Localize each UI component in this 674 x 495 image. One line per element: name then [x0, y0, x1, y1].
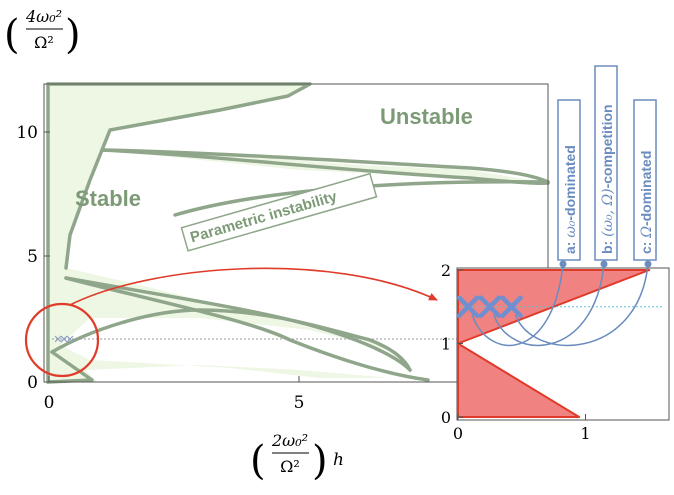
inset-region-1 [457, 342, 581, 418]
regime-arc-head-c [644, 260, 652, 268]
inset-x-tick-0: 0 [453, 424, 463, 443]
regime-symbol: ω₀ [563, 220, 579, 237]
svg-text:(: ( [250, 438, 266, 484]
inset-ticks: 0 1 0 1 2 [441, 261, 591, 443]
zoom-circle [24, 302, 100, 378]
x-axis-den: Ω² [280, 457, 300, 476]
regime-suffix: -dominated [638, 151, 654, 226]
y-axis-title: ( 4ω₀² Ω² ) [4, 7, 81, 58]
regime-label-c: c: Ω-dominated [638, 151, 655, 254]
stability-boundaries [46, 82, 550, 384]
regime-label-a: a: ω₀-dominated [562, 145, 579, 254]
inset-plot: 0 1 0 1 2 [441, 261, 670, 443]
inset-marker-c [500, 295, 523, 318]
svg-text:): ) [65, 12, 81, 58]
label-parametric-instability: Parametric instability [180, 172, 378, 252]
inset-marker-a [456, 295, 480, 318]
regime-box-b [594, 65, 618, 261]
y-tick-0: 0 [27, 373, 38, 393]
main-plot-frame [43, 83, 549, 383]
regime-arc-c [514, 263, 649, 346]
x-tick-5: 5 [294, 393, 305, 413]
regime-prefix: b: [599, 237, 615, 254]
x-axis-title: ( 2ω₀² Ω² ) h [250, 431, 344, 484]
regime-suffix: -competition [599, 104, 615, 188]
x-tick-0: 0 [44, 393, 55, 413]
x-axis-suffix: h [333, 450, 344, 470]
regime-prefix: c: [638, 238, 654, 254]
y-tick-10: 10 [16, 123, 38, 143]
regime-prefix: a: [562, 238, 578, 254]
regime-suffix: -dominated [562, 145, 578, 220]
x-axis-num: 2ω₀² [271, 431, 308, 450]
label-stable: Stable [75, 186, 141, 211]
main-plot: 0 5 10 0 5 Stable Unstable Parametric in… [16, 82, 550, 413]
inset-y-tick-1: 1 [441, 335, 451, 354]
regime-arc-head-a [559, 260, 567, 268]
inset-y-tick-2: 2 [441, 261, 451, 280]
svg-text:(: ( [4, 12, 20, 58]
main-ticks [44, 131, 300, 383]
regime-symbol: (ω₀, Ω) [600, 188, 616, 236]
regime-arc-head-b [600, 260, 608, 268]
regime-label-b: b: (ω₀, Ω)-competition [599, 104, 616, 254]
y-tick-5: 5 [27, 247, 38, 267]
inset-marker-b [478, 295, 502, 318]
y-axis-num: 4ω₀² [25, 7, 62, 26]
inset-x-tick-1: 1 [580, 424, 590, 443]
y-axis-den: Ω² [34, 33, 54, 52]
label-unstable: Unstable [380, 104, 473, 129]
regime-arc-a [471, 263, 564, 347]
zoom-arrow [69, 267, 438, 306]
svg-text:): ) [312, 438, 328, 484]
inset-y-tick-0: 0 [441, 408, 451, 427]
inset-markers [456, 295, 523, 318]
main-markers [54, 335, 74, 343]
regime-symbol: Ω [639, 226, 655, 239]
regime-arcs [471, 260, 652, 347]
regime-box-c [633, 99, 657, 261]
stable-region [48, 84, 395, 382]
regime-box-a [557, 99, 581, 261]
